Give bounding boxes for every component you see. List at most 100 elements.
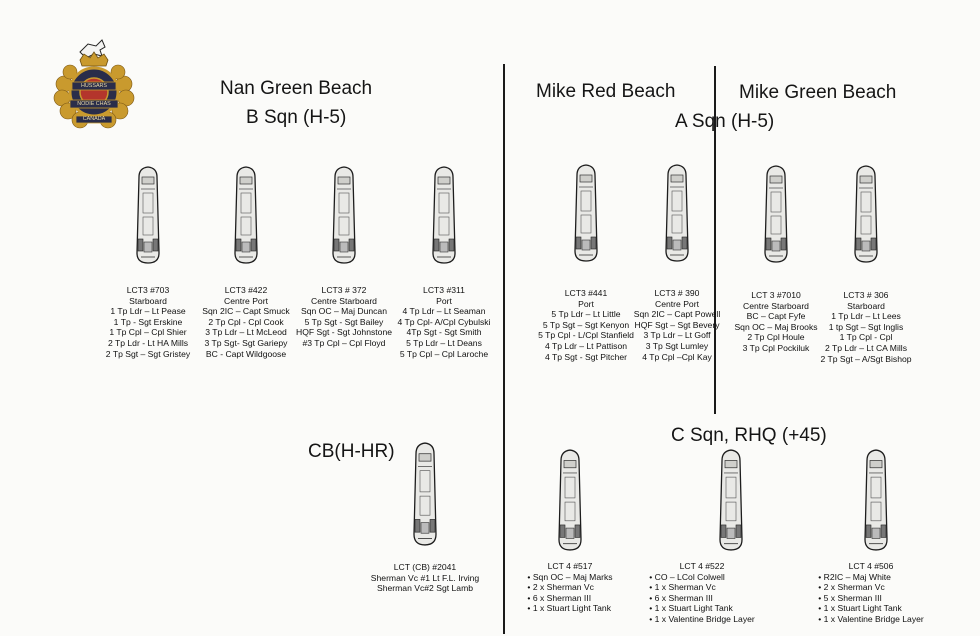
crew-line: 2 Tp Ldr - Lt HA Mills — [107, 337, 189, 348]
crew-line: 4 Tp Ldr – Lt Pattison — [544, 340, 628, 351]
crew-line: 4 Tp Cpl –Cpl Kay — [642, 351, 712, 362]
lct-306-label: LCT3 # 306 Starboard 1 Tp Ldr – Lt Lees … — [820, 290, 911, 364]
heading-a-sqn: A Sqn (H-5) — [675, 111, 775, 132]
crew-line: #3 Tp Cpl – Cpl Floyd — [302, 337, 386, 348]
lct-position: Centre Starboard — [743, 300, 809, 311]
list-item: • Sqn OC – Maj Marks — [527, 571, 613, 582]
heading-mike-green-beach: Mike Green Beach — [739, 82, 897, 103]
crew-line: 1 Tp Ldr – Lt Lees — [831, 311, 901, 322]
list-item: • 6 x Sherman III — [527, 592, 592, 603]
list-item: • 6 x Sherman III — [649, 592, 713, 603]
heading-mike-red-beach: Mike Red Beach — [536, 81, 676, 102]
lct-name: LCT 4 #517 — [547, 561, 593, 571]
crew-line: 1 Tp Ldr – Lt Pease — [110, 306, 186, 317]
crew-line: 1 Tp Cpl – Cpl Shier — [109, 327, 187, 338]
crew-line: 1 Tp - Sgt Erskine — [113, 316, 183, 327]
lct-name: LCT 4 #522 — [679, 561, 725, 571]
crew-line: Sherman Vc #1 Lt F.L. Irving — [370, 572, 480, 583]
list-item: • CO – LCol Colwell — [649, 571, 725, 582]
lct-7010-label: LCT 3 #7010 Centre Starboard BC – Capt F… — [734, 290, 817, 354]
lct-name: LCT 3 #7010 — [751, 290, 801, 300]
lct-name: LCT 4 #506 — [848, 561, 894, 571]
crew-line: 5 Tp Sgt - Sgt Bailey — [304, 316, 384, 327]
list-item: • 1 x Valentine Bridge Layer — [649, 613, 755, 624]
landing-craft-icon — [761, 164, 791, 264]
crew-line: Sqn OC – Maj Brooks — [734, 321, 818, 332]
crew-line: 2 Tp Cpl - Cpl Cook — [208, 316, 284, 327]
crew-line: 2 Tp Ldr – Lt CA Mills — [825, 342, 907, 353]
lct-name: LCT (CB) #2041 — [393, 562, 457, 572]
badge-motto: NODIE CHAS — [77, 101, 111, 107]
lct-position: Port — [436, 295, 452, 306]
landing-craft-icon — [861, 448, 891, 552]
landing-craft-icon — [555, 448, 585, 552]
crew-line: Sqn 2IC – Capt Powell — [633, 309, 721, 320]
lct-name: LCT3 #703 — [126, 285, 170, 295]
lct-name: LCT3 # 372 — [321, 285, 367, 295]
crew-line: 5 Tp Cpl – Cpl Laroche — [399, 348, 489, 359]
list-item: • 2 x Sherman Vc — [818, 582, 885, 593]
divider-left — [503, 64, 505, 634]
crew-line: Sherman Vc#2 Sgt Lamb — [376, 583, 474, 594]
lct-441-label: LCT3 #441 Port 5 Tp Ldr – Lt Little 5 Tp… — [538, 288, 634, 362]
crew-line: 4 Tp Ldr – Lt Seaman — [402, 306, 486, 317]
crew-line: 5 Tp Ldr – Lt Little — [551, 309, 621, 320]
crew-line: 5 Tp Ldr – Lt Deans — [406, 337, 482, 348]
crew-line: BC - Capt Wildgoose — [205, 348, 287, 359]
list-item: • 2 x Sherman Vc — [527, 582, 594, 593]
lct-522-list: • CO – LCol Colwell • 1 x Sherman Vc • 6… — [649, 572, 755, 625]
landing-craft-icon — [231, 165, 261, 265]
crew-line: 4 Tp Sgt - Sgt Pitcher — [544, 351, 627, 362]
lct-506-label: LCT 4 #506 • R2IC – Maj White • 2 x Sher… — [818, 561, 924, 625]
crew-line: 4 Tp Cpl- A/Cpl Cybulski — [397, 316, 491, 327]
crew-line: 4Tp Sgt - Sgt Smith — [406, 327, 482, 338]
lct-522-label: LCT 4 #522 • CO – LCol Colwell • 1 x She… — [649, 561, 755, 625]
list-item: • 5 x Sherman III — [818, 592, 882, 603]
crew-line: 3 Tp Sgt- Sgt Gariepy — [204, 337, 288, 348]
lct-name: LCT3 #422 — [224, 285, 268, 295]
crew-line: 3 Tp Ldr – Lt McLeod — [205, 327, 287, 338]
lct-517-list: • Sqn OC – Maj Marks • 2 x Sherman Vc • … — [527, 572, 612, 614]
lct-position: Starboard — [129, 295, 167, 306]
landing-craft-icon — [716, 448, 746, 552]
landing-craft-icon — [571, 163, 601, 263]
landing-craft-icon — [133, 165, 163, 265]
lct-703-label: LCT3 #703 Starboard 1 Tp Ldr – Lt Pease … — [106, 285, 190, 359]
crew-line: Sqn 2IC – Capt Smuck — [202, 306, 290, 317]
heading-cb: CB(H-HR) — [308, 441, 395, 462]
crew-line: 1 Tp Cpl - Cpl — [839, 332, 893, 343]
list-item: • 1 x Stuart Light Tank — [527, 603, 612, 614]
list-item: • 1 x Sherman Vc — [649, 582, 716, 593]
lct-position: Port — [578, 298, 594, 309]
crew-line: 2 Tp Sgt – A/Sgt Bishop — [820, 353, 912, 364]
lct-311-label: LCT3 #311 Port 4 Tp Ldr – Lt Seaman 4 Tp… — [398, 285, 491, 359]
crew-line: 1 tp Sgt – Sgt Inglis — [828, 321, 904, 332]
lct-name: LCT3 #311 — [423, 285, 465, 295]
landing-craft-icon — [851, 164, 881, 264]
heading-nan-green-beach: Nan Green Beach — [220, 78, 373, 99]
landing-craft-icon — [329, 165, 359, 265]
regimental-badge: HUSSARS NODIE CHAS CANADA — [50, 38, 138, 130]
badge-ribbon-top: HUSSARS — [80, 83, 108, 89]
lct-372-label: LCT3 # 372 Centre Starboard Sqn OC – Maj… — [296, 285, 392, 349]
lct-position: Starboard — [847, 300, 885, 311]
crew-line: 3 Tp Ldr – Lt Goff — [643, 330, 711, 341]
crew-line: 3 Tp Cpl Pockiluk — [742, 342, 810, 353]
crew-line: 3 Tp Sgt Lumley — [645, 340, 709, 351]
divider-right — [714, 66, 716, 414]
lct-2041-label: LCT (CB) #2041 Sherman Vc #1 Lt F.L. Irv… — [371, 562, 479, 594]
crew-line: 2 Tp Cpl Houle — [747, 332, 805, 343]
crew-line: 5 Tp Sgt – Sgt Kenyon — [542, 319, 630, 330]
landing-craft-icon — [429, 165, 459, 265]
list-item: • 1 x Valentine Bridge Layer — [818, 613, 924, 624]
landing-craft-icon — [662, 163, 692, 263]
crew-line: 5 Tp Cpl - L/Cpl Stanfield — [538, 330, 634, 341]
list-item: • R2IC – Maj White — [818, 571, 891, 582]
lct-390-label: LCT3 # 390 Centre Port Sqn 2IC – Capt Po… — [634, 288, 720, 362]
crew-line: HQF Sgt - Sgt Johnstone — [295, 327, 393, 338]
lct-position: Centre Port — [655, 298, 699, 309]
lct-422-label: LCT3 #422 Centre Port Sqn 2IC – Capt Smu… — [202, 285, 289, 359]
lct-517-label: LCT 4 #517 • Sqn OC – Maj Marks • 2 x Sh… — [527, 561, 612, 614]
heading-c-sqn: C Sqn, RHQ (+45) — [671, 425, 827, 446]
landing-craft-icon — [410, 441, 440, 547]
